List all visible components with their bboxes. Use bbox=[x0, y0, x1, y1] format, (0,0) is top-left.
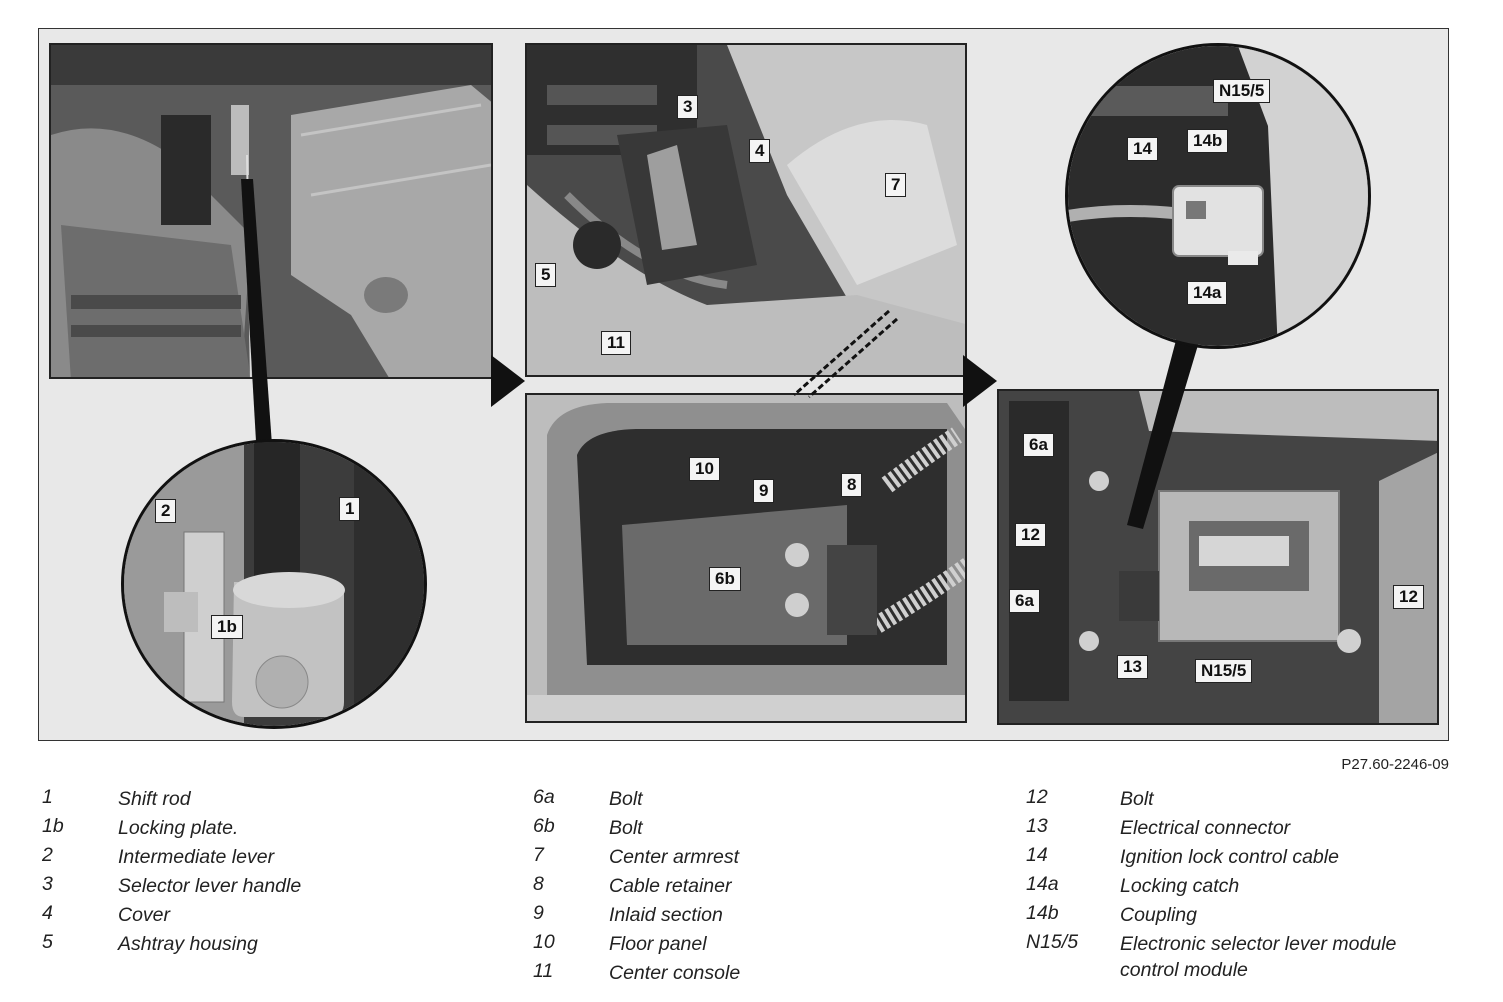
legend-item: 12 Bolt bbox=[1026, 786, 1456, 815]
legend-code: 14 bbox=[1026, 844, 1048, 866]
callout-14b: 14b bbox=[1187, 129, 1229, 153]
callout-12-left: 12 bbox=[1015, 523, 1046, 547]
callout-14a: 14a bbox=[1187, 281, 1228, 305]
legend-item: N15/5 Electronic selector lever module co… bbox=[1026, 931, 1456, 981]
center-console-photo bbox=[527, 45, 965, 375]
pointer-wedge-1 bbox=[241, 179, 273, 459]
callout-10: 10 bbox=[689, 457, 720, 481]
callout-12-right: 12 bbox=[1393, 585, 1424, 609]
legend-code: 7 bbox=[533, 844, 544, 866]
legend-code: 10 bbox=[533, 931, 555, 953]
detail-circle-shift-rod bbox=[121, 439, 427, 729]
legend-description: Bolt bbox=[609, 817, 643, 839]
legend-item: 7 Center armrest bbox=[533, 844, 973, 873]
callout-7: 7 bbox=[885, 173, 907, 197]
callout-5: 5 bbox=[535, 263, 557, 287]
callout-n15-5-bottom: N15/5 bbox=[1195, 659, 1253, 683]
legend-item: 9 Inlaid section bbox=[533, 902, 973, 931]
legend-description: Floor panel bbox=[609, 933, 707, 955]
legend-description: Inlaid section bbox=[609, 904, 723, 926]
legend-code: 11 bbox=[533, 960, 554, 982]
legend-code: N15/5 bbox=[1026, 931, 1079, 953]
callout-6a-top: 6a bbox=[1023, 433, 1054, 457]
legend-item: 14 Ignition lock control cable bbox=[1026, 844, 1456, 873]
callout-n15-5-top: N15/5 bbox=[1213, 79, 1271, 103]
callout-13: 13 bbox=[1117, 655, 1148, 679]
legend-description: Cable retainer bbox=[609, 875, 732, 897]
shift-rod-photo bbox=[51, 45, 491, 377]
callout-1: 1 bbox=[339, 497, 361, 521]
callout-3: 3 bbox=[677, 95, 699, 119]
legend-item: 10 Floor panel bbox=[533, 931, 973, 960]
panel-center-console-photo bbox=[525, 43, 967, 377]
panel-armrest-compartment-photo bbox=[525, 393, 967, 723]
legend-item: 4 Cover bbox=[42, 902, 472, 931]
legend-item: 14b Coupling bbox=[1026, 902, 1456, 931]
legend-code: 1b bbox=[42, 815, 64, 837]
legend-code: 5 bbox=[42, 931, 53, 953]
legend-code: 2 bbox=[42, 844, 53, 866]
legend-item: 5 Ashtray housing bbox=[42, 931, 472, 960]
legend-column-1: 1 Shift rod 1b Locking plate. 2 Intermediat… bbox=[42, 786, 472, 960]
legend-description: Locking catch bbox=[1120, 875, 1240, 897]
figure-reference-code: P27.60-2246-09 bbox=[1341, 756, 1449, 773]
step-arrow-2 bbox=[963, 355, 997, 407]
legend-description: Electronic selector lever module control… bbox=[1120, 933, 1397, 981]
legend-code: 14a bbox=[1026, 873, 1059, 895]
legend-description: Center armrest bbox=[609, 846, 740, 868]
legend-description: Cover bbox=[118, 904, 171, 926]
legend-description: Shift rod bbox=[118, 788, 191, 810]
legend-item: 8 Cable retainer bbox=[533, 873, 973, 902]
legend-code: 4 bbox=[42, 902, 53, 924]
legend-code: 14b bbox=[1026, 902, 1059, 924]
legend-item: 6b Bolt bbox=[533, 815, 973, 844]
legend-item: 3 Selector lever handle bbox=[42, 873, 472, 902]
legend-description: Ashtray housing bbox=[118, 933, 258, 955]
callout-6a-bottom: 6a bbox=[1009, 589, 1040, 613]
instruction-figure: 1 1b 2 3 4 5 7 11 10 9 8 6b N15/5 14 14b… bbox=[38, 28, 1449, 741]
legend-item: 1b Locking plate. bbox=[42, 815, 472, 844]
legend-description: Coupling bbox=[1120, 904, 1197, 926]
legend-code: 9 bbox=[533, 902, 544, 924]
legend-description: Bolt bbox=[1120, 788, 1154, 810]
legend-code: 12 bbox=[1026, 786, 1048, 808]
legend-column-3: 12 Bolt 13 Electrical connector 14 Ignition… bbox=[1026, 786, 1456, 981]
callout-9: 9 bbox=[753, 479, 775, 503]
callout-2: 2 bbox=[155, 499, 177, 523]
legend-item: 14a Locking catch bbox=[1026, 873, 1456, 902]
legend-code: 6b bbox=[533, 815, 555, 837]
step-arrow-1 bbox=[491, 355, 525, 407]
legend-description: Electrical connector bbox=[1120, 817, 1291, 839]
callout-11: 11 bbox=[601, 331, 631, 355]
legend-code: 13 bbox=[1026, 815, 1048, 837]
legend-item: 11 Center console bbox=[533, 960, 973, 989]
legend-code: 6a bbox=[533, 786, 555, 808]
legend-item: 6a Bolt bbox=[533, 786, 973, 815]
legend-code: 8 bbox=[533, 873, 544, 895]
shift-rod-detail-photo bbox=[124, 442, 424, 726]
legend-description: Selector lever handle bbox=[118, 875, 302, 897]
callout-6b: 6b bbox=[709, 567, 741, 591]
armrest-compartment-photo bbox=[527, 395, 965, 721]
pointer-wedge-2 bbox=[1127, 329, 1201, 529]
pointer-dashed-2 bbox=[793, 309, 898, 399]
legend-item: 13 Electrical connector bbox=[1026, 815, 1456, 844]
legend-description: Intermediate lever bbox=[118, 846, 275, 868]
legend-description: Center console bbox=[609, 962, 741, 984]
callout-1b: 1b bbox=[211, 615, 243, 639]
legend-code: 3 bbox=[42, 873, 53, 895]
callout-8: 8 bbox=[841, 473, 863, 497]
callout-4: 4 bbox=[749, 139, 771, 163]
callout-14: 14 bbox=[1127, 137, 1158, 161]
panel-shift-rod-photo bbox=[49, 43, 493, 379]
legend-code: 1 bbox=[42, 786, 53, 808]
legend-description: Locking plate. bbox=[118, 817, 239, 839]
legend-item: 2 Intermediate lever bbox=[42, 844, 472, 873]
legend-description: Ignition lock control cable bbox=[1120, 846, 1339, 868]
legend-description: Bolt bbox=[609, 788, 643, 810]
legend-item: 1 Shift rod bbox=[42, 786, 472, 815]
